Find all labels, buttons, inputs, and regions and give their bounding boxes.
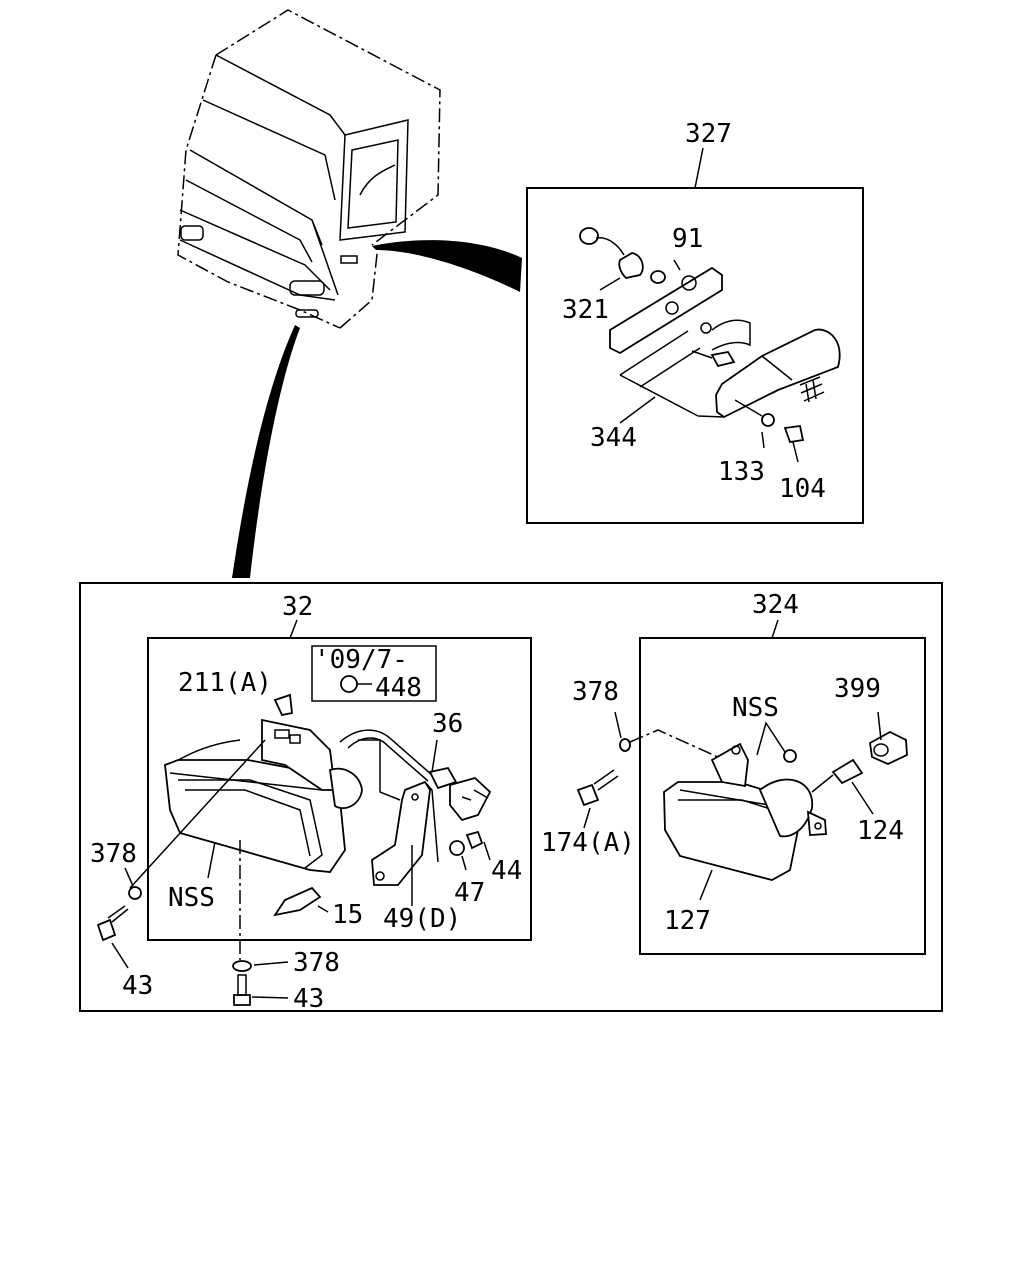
label-378-right: 378 xyxy=(572,677,619,707)
box-327 xyxy=(526,147,864,524)
label-327: 327 xyxy=(685,119,732,149)
label-378-bottom: 378 xyxy=(293,948,340,978)
label-49d: 49(D) xyxy=(383,904,461,934)
label-124: 124 xyxy=(857,816,904,846)
label-43-bottom: 43 xyxy=(293,984,324,1014)
label-378-left: 378 xyxy=(90,839,137,869)
label-104: 104 xyxy=(779,474,826,504)
label-44: 44 xyxy=(491,856,522,886)
label-15: 15 xyxy=(332,900,363,930)
label-date-09-7: '09/7- xyxy=(314,645,408,675)
label-321: 321 xyxy=(562,295,609,325)
label-133: 133 xyxy=(718,457,765,487)
box-main xyxy=(79,582,943,1012)
label-174a: 174(A) xyxy=(541,828,635,858)
label-127: 127 xyxy=(664,906,711,936)
label-47: 47 xyxy=(454,878,485,908)
label-399: 399 xyxy=(834,674,881,704)
label-344: 344 xyxy=(590,423,637,453)
label-nss-left: NSS xyxy=(168,883,215,913)
pointer-wedge-bottom xyxy=(232,325,300,578)
label-36: 36 xyxy=(432,709,463,739)
label-324: 324 xyxy=(752,590,799,620)
box-32 xyxy=(96,619,532,1006)
label-91: 91 xyxy=(672,224,703,254)
label-448: 448 xyxy=(375,673,422,703)
pointer-wedge-top xyxy=(372,240,522,292)
box-324 xyxy=(576,619,926,955)
label-32: 32 xyxy=(282,592,313,622)
truck-cab-illustration xyxy=(177,9,441,329)
label-43-left: 43 xyxy=(122,971,153,1001)
label-nss-right: NSS xyxy=(732,693,779,723)
label-211a: 211(A) xyxy=(178,668,272,698)
